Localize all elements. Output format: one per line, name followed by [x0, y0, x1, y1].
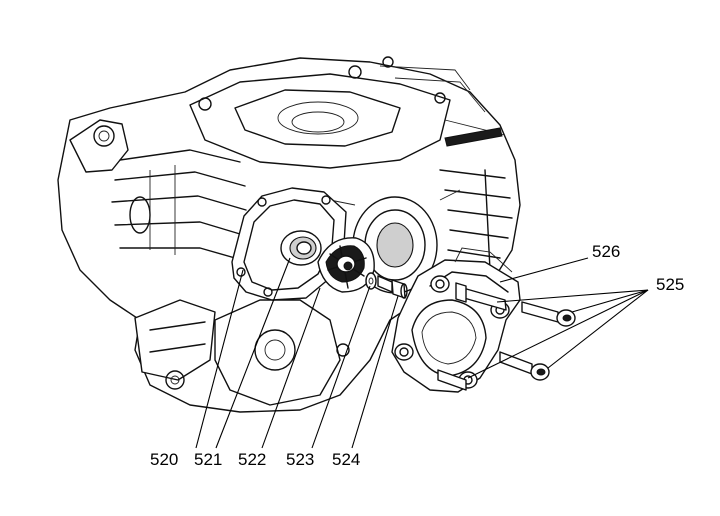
leader-lines: [195, 257, 649, 449]
callout-labels: 520 521 522 523 524 525 526: [150, 242, 684, 469]
callout-521: 521: [194, 450, 222, 469]
washer-523: [365, 272, 377, 290]
callout-523: 523: [286, 450, 314, 469]
seal-521: [280, 230, 322, 266]
impeller-522: [317, 237, 375, 293]
callout-520: 520: [150, 450, 178, 469]
cover-bolts-525: [437, 282, 576, 391]
bolt-524: [377, 275, 408, 299]
callout-522: 522: [238, 450, 266, 469]
callout-525: 525: [656, 275, 684, 294]
pump-cover-526: [391, 247, 521, 393]
callout-526: 526: [592, 242, 620, 261]
callout-524: 524: [332, 450, 360, 469]
